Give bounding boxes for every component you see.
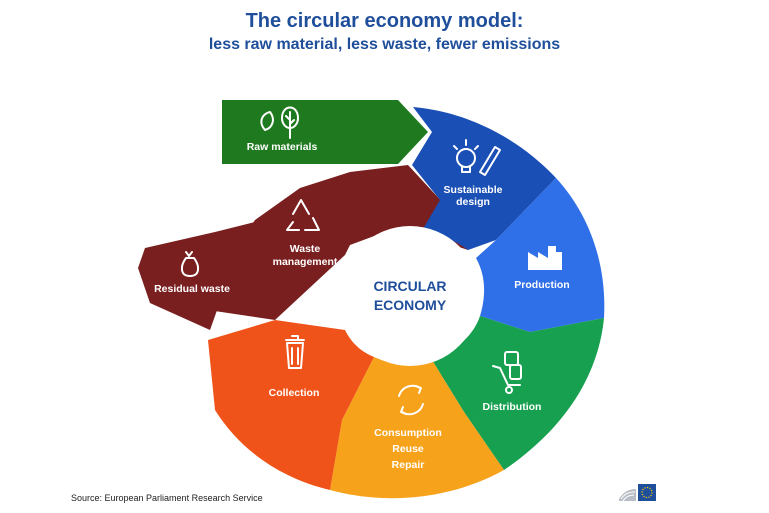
waste-management-label-line1: Waste — [290, 243, 321, 255]
collection-segment — [208, 320, 374, 490]
garbage-bag-icon — [180, 251, 200, 277]
waste-management-segment — [208, 165, 468, 320]
sustainable-design-segment — [412, 107, 556, 250]
center-label-line2: ECONOMY — [374, 297, 447, 313]
distribution-label: Distribution — [483, 401, 542, 413]
lightbulb-pencil-icon — [453, 139, 501, 176]
center-label-line1: CIRCULAR — [373, 278, 446, 294]
leaf-tree-icon — [260, 106, 299, 139]
raw-materials-segment — [222, 100, 428, 164]
diagram-subtitle: less raw material, less waste, fewer emi… — [208, 36, 561, 53]
european-parliament-logo — [619, 484, 656, 502]
diagram-title: The circular economy model: — [245, 10, 524, 32]
residual-waste-segment — [138, 222, 255, 330]
distribution-segment — [432, 316, 604, 470]
hand-truck-icon — [492, 351, 522, 394]
residual-waste-label: Residual waste — [154, 283, 230, 295]
consumption-label-line3: Repair — [392, 459, 425, 471]
sustainable-design-label-line2: design — [456, 196, 490, 208]
waste-management-label-line2: management — [273, 256, 338, 268]
sustainable-design-label-line1: Sustainable — [444, 184, 503, 196]
consumption-label-line1: Consumption — [374, 427, 442, 439]
trash-bin-icon — [285, 335, 305, 369]
collection-label: Collection — [269, 387, 320, 399]
raw-materials-label: Raw materials — [247, 141, 318, 153]
factory-icon — [528, 246, 562, 270]
center-circle — [340, 226, 480, 366]
cycle-arrows-icon — [398, 384, 424, 416]
source-note: Source: European Parliament Research Ser… — [71, 493, 263, 503]
production-label: Production — [514, 279, 569, 291]
consumption-segment — [330, 357, 504, 499]
recycle-icon — [286, 199, 320, 231]
consumption-label-line2: Reuse — [392, 443, 424, 455]
